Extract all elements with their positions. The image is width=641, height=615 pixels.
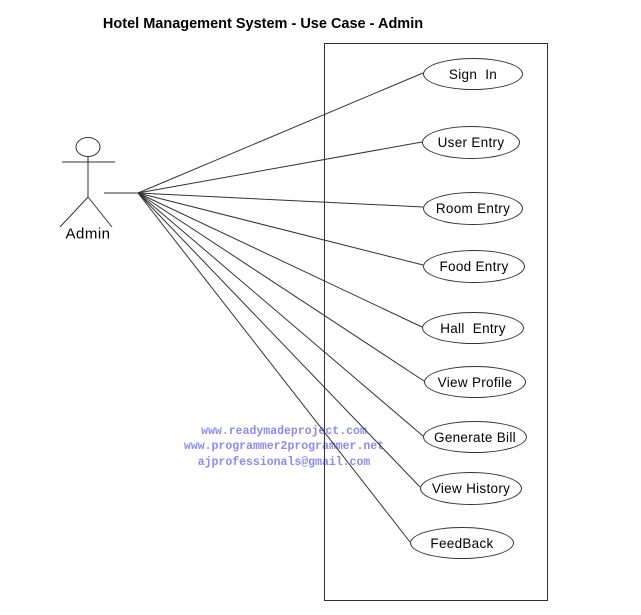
association-line <box>137 192 424 266</box>
watermark: www.readymadeproject.com www.programmer2… <box>184 424 384 470</box>
actor-label: Admin <box>65 225 111 243</box>
use-case-feedback: FeedBack <box>410 527 514 559</box>
association-line <box>137 141 423 194</box>
association-line <box>137 192 424 208</box>
association-line <box>137 72 424 194</box>
use-case-label: Generate Bill <box>434 429 516 445</box>
use-case-view-profile: View Profile <box>424 366 526 398</box>
use-case-label: Sign In <box>448 66 498 82</box>
association-line <box>137 192 411 543</box>
actor-right-leg <box>87 196 113 228</box>
use-case-food-entry: Food Entry <box>423 250 525 283</box>
use-case-label: Food Entry <box>439 259 509 274</box>
use-case-label: View History <box>431 481 511 496</box>
use-case-view-history: View History <box>420 472 522 505</box>
watermark-line: www.readymadeproject.com <box>201 425 367 438</box>
association-line <box>137 192 424 437</box>
use-case-hall-entry: Hall Entry <box>422 312 524 344</box>
use-case-generate-bill: Generate Bill <box>423 421 527 453</box>
diagram-title: Hotel Management System - Use Case - Adm… <box>102 16 424 32</box>
use-case-label: User Entry <box>437 135 505 150</box>
use-case-sign-in: Sign In <box>423 58 523 90</box>
watermark-line: www.programmer2programmer.net <box>183 440 385 454</box>
association-line <box>137 192 421 488</box>
use-case-label: View Profile <box>437 374 513 390</box>
admin-actor-icon <box>59 137 115 228</box>
association-lines <box>104 72 425 543</box>
watermark-line: ajprofessionals@gmail.com <box>197 455 371 469</box>
actor-left-leg <box>59 196 89 228</box>
association-line <box>137 192 425 382</box>
use-case-user-entry: User Entry <box>422 126 520 159</box>
use-case-label: Room Entry <box>435 201 511 216</box>
use-case-label: Hall Entry <box>440 320 506 336</box>
association-line <box>137 192 423 328</box>
system-boundary <box>324 43 548 601</box>
use-case-label: FeedBack <box>430 535 494 551</box>
actor-head <box>75 137 101 157</box>
use-case-room-entry: Room Entry <box>423 192 523 225</box>
